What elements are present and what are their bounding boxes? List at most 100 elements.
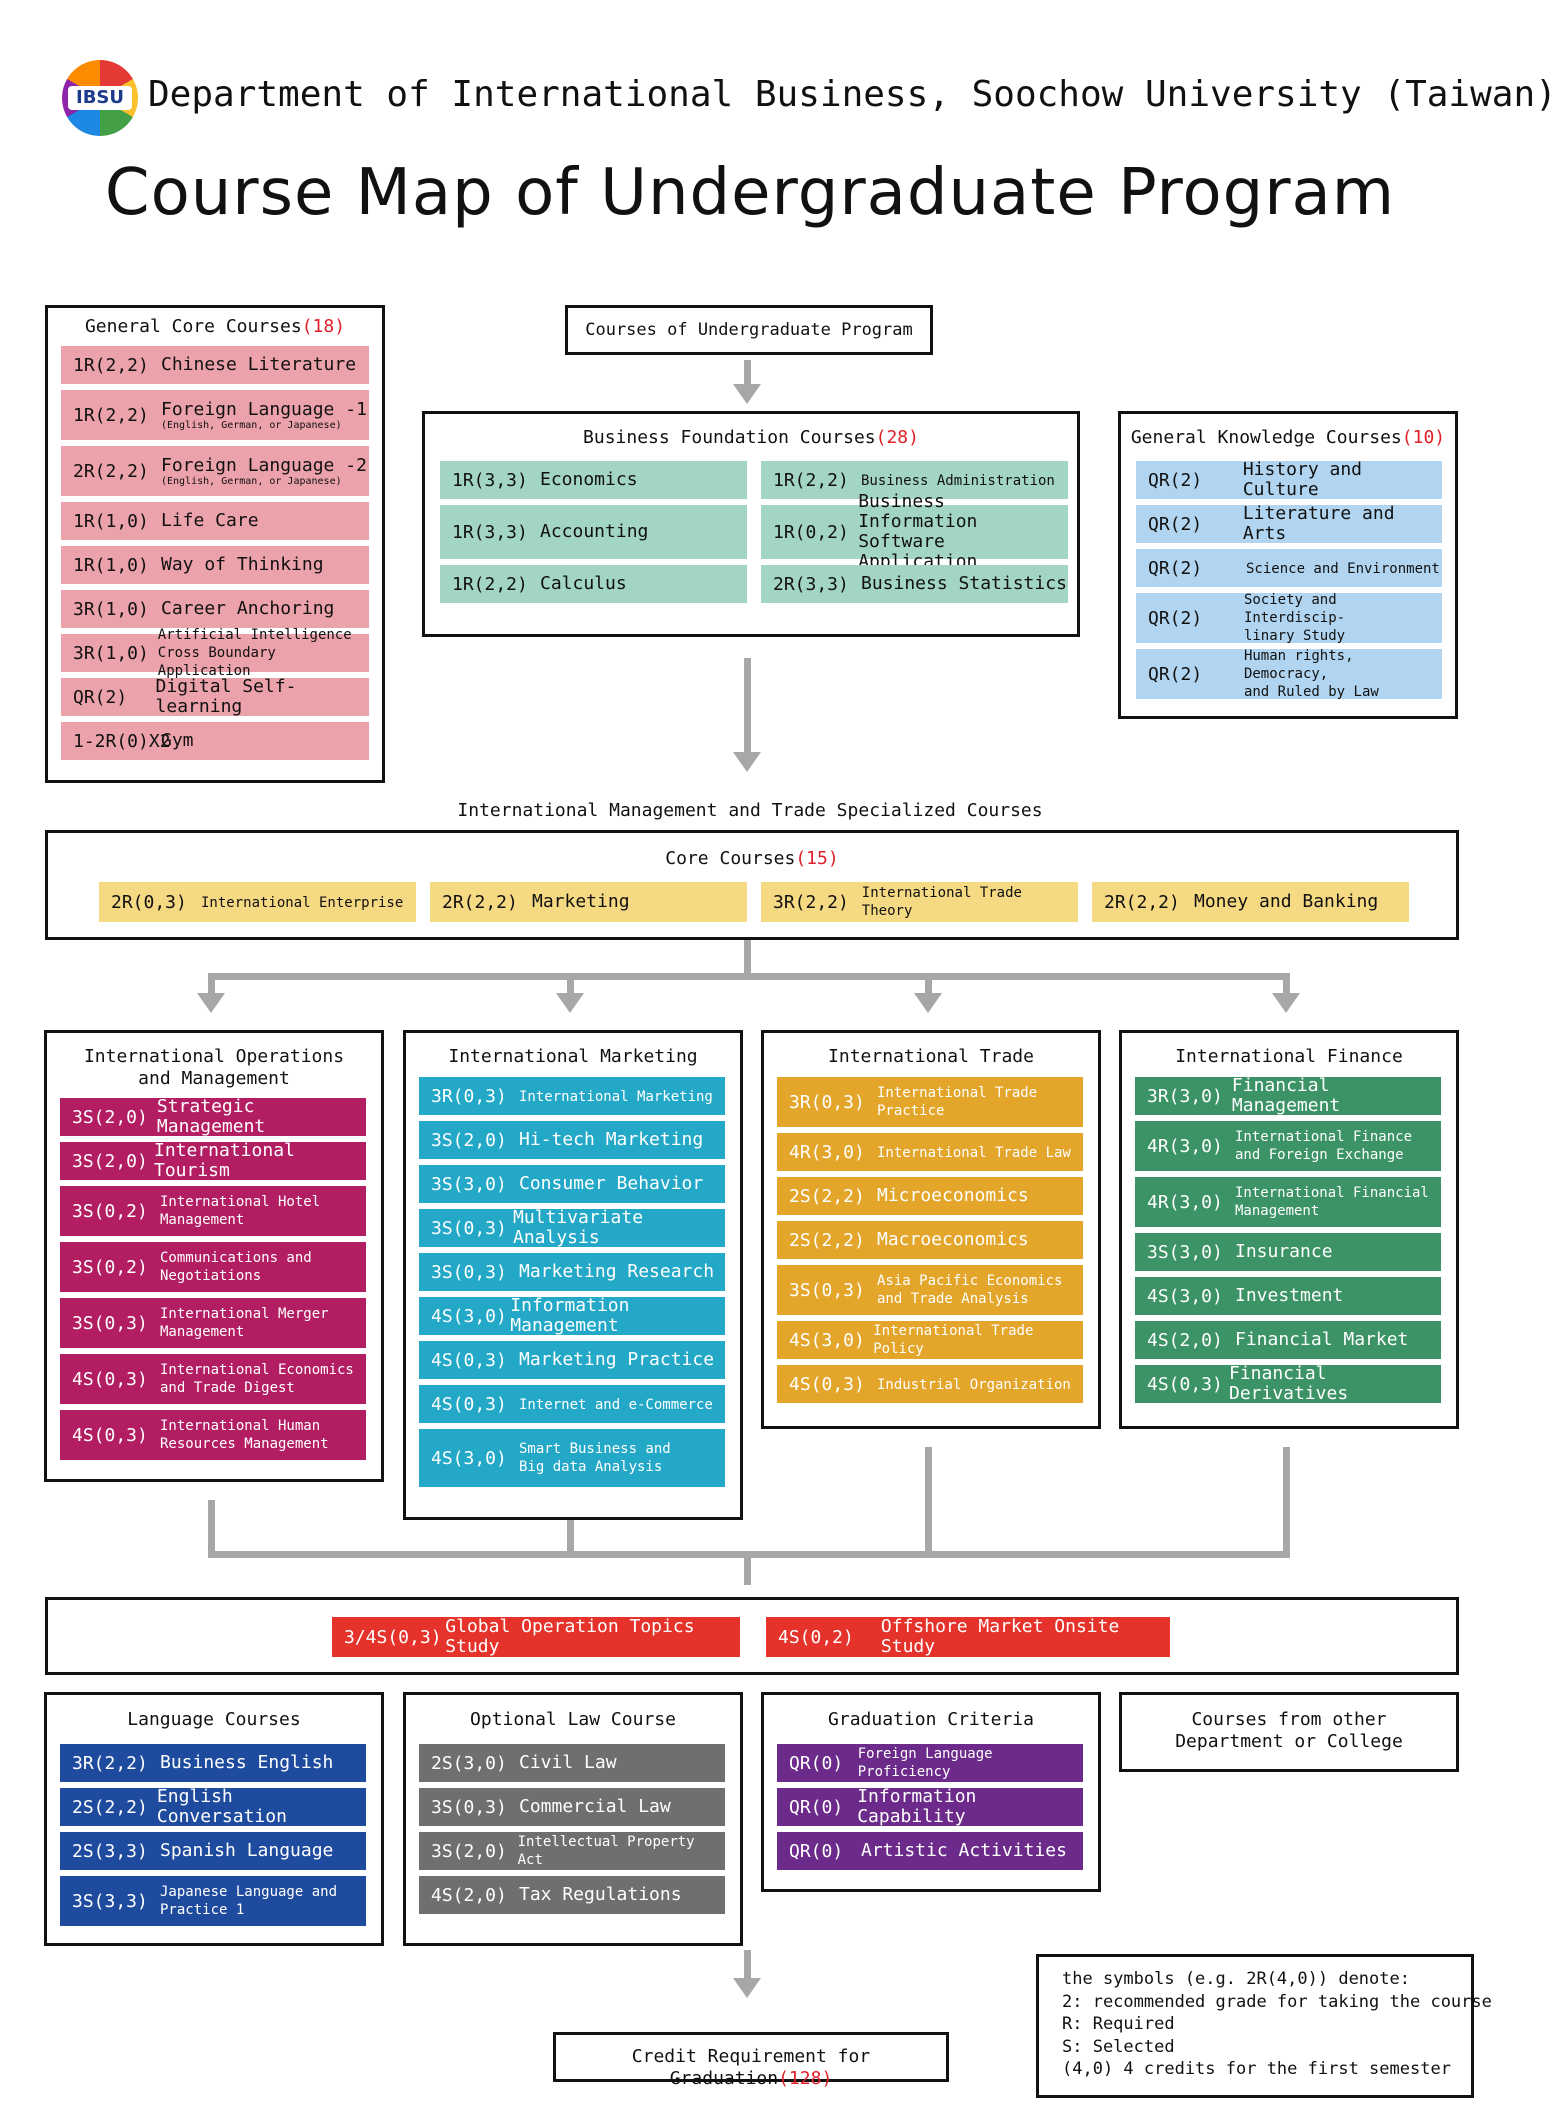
course-code: 1R(0,2) — [773, 521, 849, 543]
course-name: Foreign Language -1 — [161, 398, 367, 420]
arrow-foundation — [733, 752, 761, 772]
credit-requirement-title: Credit Requirement for Graduation(128) — [631, 2046, 871, 2089]
track-course: 4S(0,3)Marketing Practice — [419, 1341, 725, 1379]
course-name: International Finance and Foreign Exchan… — [1235, 1129, 1413, 1163]
course-name: Science and Environment — [1246, 561, 1440, 577]
course-code: 3S(3,0) — [1147, 1241, 1223, 1263]
course-code: 3S(0,2) — [72, 1256, 148, 1278]
course-code: 1R(1,0) — [73, 554, 149, 576]
legend-line: the symbols (e.g. 2R(4,0)) denote: — [1062, 1969, 1410, 1989]
track-course: 4S(3,0)Information Management — [419, 1295, 725, 1336]
course-code: 2R(0,3) — [111, 891, 187, 913]
course-code: 2R(2,2) — [1104, 891, 1180, 913]
course-code: 3/4S(0,3) — [344, 1626, 442, 1648]
course-map-title: Course Map of Undergraduate Program — [104, 156, 1396, 230]
track-course: 2S(2,2) Microeconomics — [777, 1177, 1083, 1215]
course-code: 3S(2,0) — [431, 1129, 507, 1151]
connector-split-3 — [925, 973, 932, 993]
track-course: 3S(2,0)Strategic Management — [60, 1097, 366, 1137]
course-code: 4R(3,0) — [1147, 1135, 1223, 1157]
connector-top — [744, 360, 751, 388]
course-name: Hi-tech Marketing — [519, 1129, 704, 1150]
course-code: 4S(3,0) — [1147, 1285, 1223, 1307]
general-core-course: 1R(2,2)Chinese Literature — [61, 346, 369, 384]
legend-line: 2: recommended grade for taking the cour… — [1062, 1991, 1492, 2012]
business-foundation-course: 1R(3,3)Accounting — [440, 505, 747, 559]
course-code: 3R(2,2) — [773, 891, 849, 913]
language-course: 3R(2,2)Business English — [60, 1744, 366, 1782]
course-code: 3R(1,0) — [73, 598, 149, 620]
arrow-top — [733, 384, 761, 404]
course-name: Internet and e-Commerce — [519, 1397, 713, 1413]
core-course: 2R(0,3) International Enterprise — [99, 882, 416, 922]
course-code: 3R(0,3) — [431, 1085, 507, 1107]
general-core-course: QR(2)Digital Self-learning — [61, 677, 369, 717]
course-name: International Human Resources Management — [160, 1418, 329, 1452]
law-course: 4S(2,0)Tax Regulations — [419, 1876, 725, 1914]
course-code: 4S(0,3) — [431, 1349, 507, 1371]
course-name: Offshore Market Onsite Study — [880, 1616, 1120, 1657]
course-name: Financial Management — [1231, 1075, 1341, 1116]
course-name: Calculus — [540, 573, 627, 594]
course-name: International Marketing — [519, 1089, 713, 1105]
course-code: 4S(0,2) — [778, 1626, 854, 1648]
course-name: Financial Derivatives — [1228, 1363, 1349, 1404]
connector-split-2 — [567, 973, 574, 993]
course-code: 3S(0,3) — [431, 1217, 507, 1239]
course-name: International Economics and Trade Digest — [160, 1362, 354, 1396]
track-course: 3R(0,3)International Trade Practice — [777, 1077, 1083, 1127]
course-code: 4S(0,3) — [72, 1424, 148, 1446]
symbol-legend: the symbols (e.g. 2R(4,0)) denote:2: rec… — [1062, 1968, 1492, 2081]
general-knowledge-course: QR(2)Science and Environment — [1136, 549, 1442, 587]
general-knowledge-course: QR(2)Human rights, Democracy, and Ruled … — [1136, 648, 1442, 700]
global-study-course: 3/4S(0,3)Global Operation Topics Study — [332, 1617, 740, 1657]
department-title: Department of International Business, So… — [148, 74, 1557, 115]
course-code: 2S(3,0) — [431, 1752, 507, 1774]
course-code: 1R(3,3) — [452, 469, 528, 491]
connector-foundation — [744, 658, 751, 754]
general-core-course: 3R(1,0)Artificial Intelligence Cross Bou… — [61, 627, 369, 679]
course-name: Foreign Language Proficiency — [857, 1746, 993, 1780]
general-core-title: General Core Courses(18) — [84, 316, 346, 337]
course-code: 4S(2,0) — [431, 1884, 507, 1906]
course-code: QR(0) — [789, 1796, 844, 1818]
course-name: International Merger Management — [160, 1306, 329, 1340]
course-code: 4S(0,3) — [1147, 1373, 1223, 1395]
course-name: Civil Law — [519, 1752, 617, 1773]
course-code: 1-2R(0)X2 — [73, 730, 171, 752]
track-course: 4S(0,3) International Economics and Trade… — [60, 1354, 366, 1404]
course-name: Asia Pacific Economics and Trade Analysi… — [877, 1273, 1063, 1307]
course-code: 4S(3,0) — [789, 1329, 865, 1351]
global-study-box — [45, 1597, 1459, 1675]
course-name: Microeconomics — [877, 1185, 1029, 1206]
course-name: Gym — [161, 730, 194, 751]
course-code: 2S(2,2) — [789, 1185, 865, 1207]
course-code: 3R(2,2) — [72, 1752, 148, 1774]
course-name: International Hotel Management — [160, 1194, 321, 1228]
credit-requirement-box — [553, 2032, 949, 2082]
law-title: Optional Law Course — [470, 1709, 676, 1730]
program-box — [565, 305, 933, 355]
course-name: Foreign Language -2 — [161, 454, 367, 476]
course-code: 2R(3,3) — [773, 573, 849, 595]
core-course: 2R(2,2)Money and Banking — [1092, 882, 1409, 922]
connector-split-h — [208, 973, 1290, 980]
arrow-split-3 — [914, 993, 942, 1013]
business-foundation-course: 2R(3,3)Business Statistics — [761, 565, 1068, 603]
track-title: International Finance — [1175, 1046, 1403, 1067]
general-knowledge-course: QR(2)History and Culture — [1136, 460, 1442, 500]
course-code: 4R(3,0) — [789, 1141, 865, 1163]
arrow-bottom — [733, 1978, 761, 1998]
course-code: 3S(0,3) — [789, 1279, 865, 1301]
course-name: International Enterprise — [201, 895, 404, 911]
course-name: Information Management — [510, 1295, 630, 1336]
course-code: 4S(0,3) — [72, 1368, 148, 1390]
course-name: Investment — [1235, 1285, 1344, 1306]
course-code: 3S(0,3) — [431, 1796, 507, 1818]
course-name: Consumer Behavior — [519, 1173, 704, 1194]
course-name: Macroeconomics — [877, 1229, 1029, 1250]
graduation-criterion: QR(0)Artistic Activities — [777, 1832, 1083, 1870]
track-course: 3S(0,3)Multivariate Analysis — [419, 1208, 725, 1248]
law-course: 2S(3,0) Civil Law — [419, 1744, 725, 1782]
